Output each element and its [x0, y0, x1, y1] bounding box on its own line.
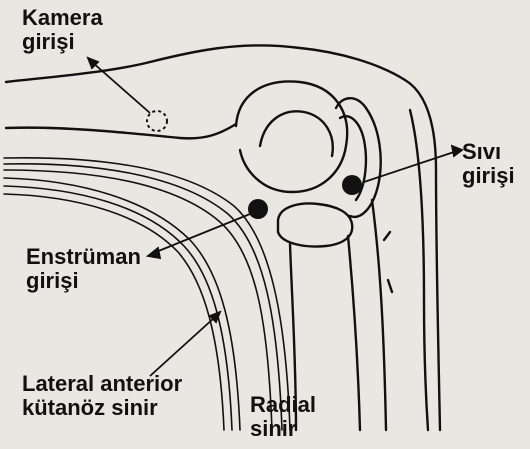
camera-portal-label: Kamera girişi: [22, 6, 103, 54]
arm-lower-outline: [6, 124, 236, 138]
radius-head: [278, 204, 352, 247]
instrument-arrowhead: [148, 248, 160, 258]
fluid-portal-label-line1: Sıvı: [462, 140, 515, 164]
lateral-nerve-label-line2: kütanöz sinir: [22, 396, 182, 420]
lateral-nerve-label-line1: Lateral anterior: [22, 372, 182, 396]
bone-mark: [384, 232, 390, 240]
camera-leader-line: [92, 62, 150, 113]
camera-portal-label-line2: girişi: [22, 30, 103, 54]
ulna-shaft-left: [372, 200, 386, 430]
instrument-portal-label: Enstrüman girişi: [26, 245, 141, 293]
fluid-portal-label: Sıvı girişi: [462, 140, 515, 188]
lateral-nerve-label: Lateral anterior kütanöz sinir: [22, 372, 182, 420]
lateral-nerve-leader-line: [150, 318, 214, 376]
camera-portal-marker: [147, 111, 167, 131]
radial-nerve-label-line1: Radial: [250, 393, 316, 417]
humerus-condyle-inner: [260, 111, 333, 156]
instrument-portal-marker: [248, 199, 268, 219]
bone-mark: [388, 280, 392, 292]
radial-nerve-label-line2: sinir: [250, 417, 316, 441]
camera-portal-label-line1: Kamera: [22, 6, 103, 30]
ulna-shaft-right: [410, 110, 428, 430]
fluid-portal-label-line2: girişi: [462, 164, 515, 188]
radius-shaft-right: [348, 236, 360, 430]
fluid-portal-marker: [342, 175, 362, 195]
instrument-portal-label-line1: Enstrüman: [26, 245, 141, 269]
fluid-leader-line: [364, 152, 454, 182]
instrument-portal-label-line2: girişi: [26, 269, 141, 293]
radial-nerve-label: Radial sinir: [250, 393, 316, 441]
fluid-arrowhead: [452, 146, 462, 156]
